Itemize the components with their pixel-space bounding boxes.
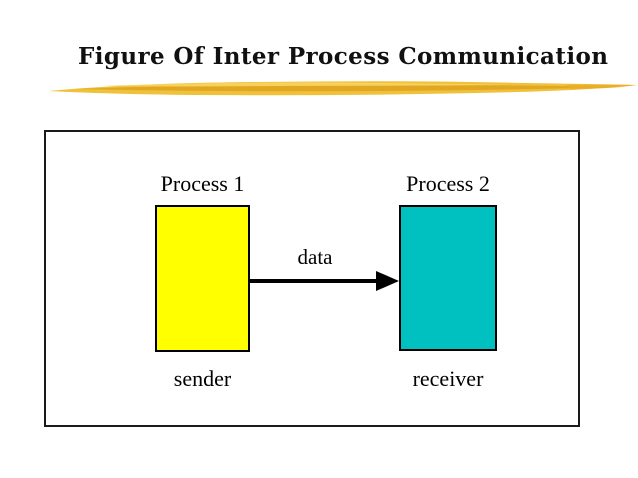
brush-stroke-highlight xyxy=(101,82,516,87)
data-arrow-head xyxy=(376,271,399,291)
sender-box xyxy=(155,205,250,352)
process1-label: Process 1 xyxy=(160,171,245,196)
receiver-box xyxy=(399,205,497,351)
arrow-label: data xyxy=(297,245,333,269)
diagram-frame: Process 1 Process 2 data sender receiver xyxy=(44,130,580,427)
process2-label: Process 2 xyxy=(406,171,490,196)
brush-stroke-tail xyxy=(566,84,637,89)
receiver-label: receiver xyxy=(412,366,484,391)
data-arrow-shaft xyxy=(250,279,378,283)
sender-label: sender xyxy=(173,366,232,391)
page-title: Figure Of Inter Process Communication xyxy=(78,43,609,70)
brush-underline xyxy=(48,81,637,96)
